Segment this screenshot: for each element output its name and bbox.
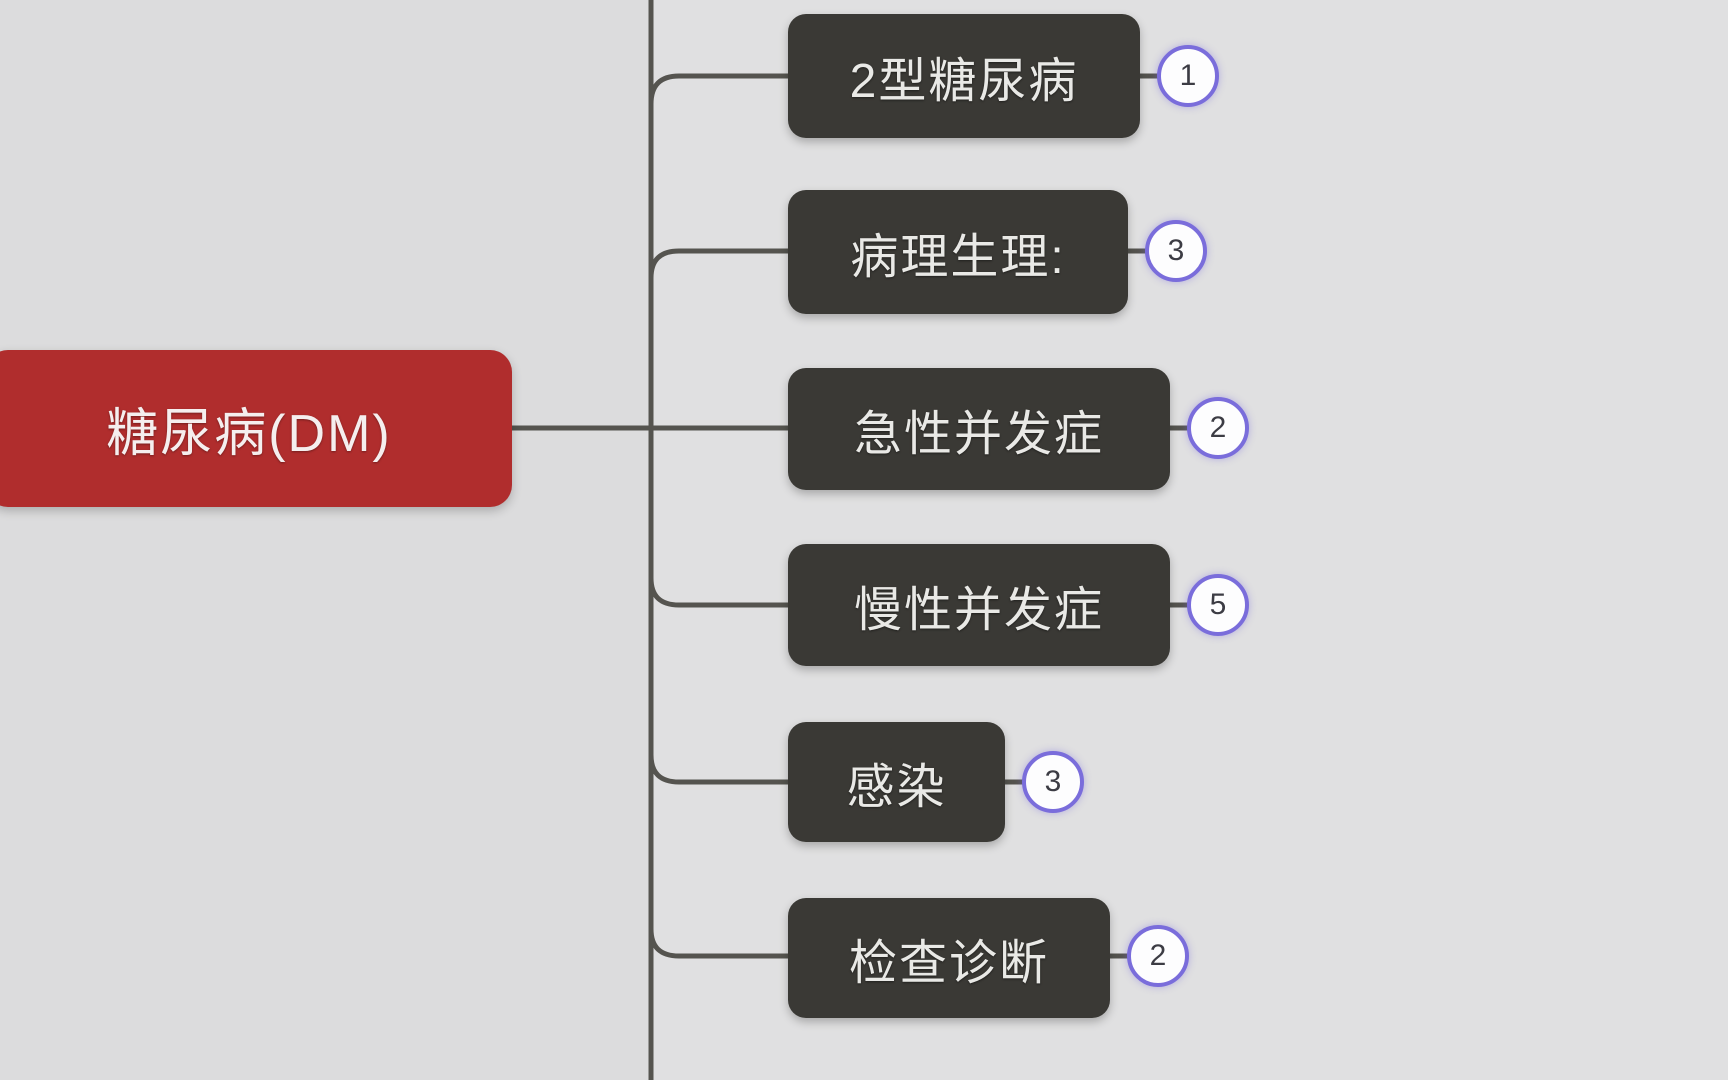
branch-node-label: 慢性并发症 [853, 584, 1104, 637]
branch-node-chronic-complications[interactable]: 慢性并发症 [788, 544, 1170, 666]
branch-node-acute-complications[interactable]: 急性并发症 [788, 368, 1170, 490]
branch-badge-number: 2 [1149, 939, 1167, 972]
branch-node-infection[interactable]: 感染 [788, 722, 1005, 842]
branch-badge-count[interactable]: 2 [1127, 925, 1189, 987]
branch-node-examination-diagnosis[interactable]: 检查诊断 [788, 898, 1110, 1018]
branch-badge-count[interactable]: 3 [1145, 220, 1207, 282]
branch-node-label: 2型糖尿病 [849, 55, 1079, 108]
branch-node-pathophysiology[interactable]: 病理生理: [788, 190, 1128, 314]
branch-badge-count[interactable]: 5 [1187, 574, 1249, 636]
branch-badge-count[interactable]: 3 [1022, 751, 1084, 813]
branch-badge-number: 5 [1209, 588, 1227, 621]
branch-node-label: 检查诊断 [848, 937, 1049, 990]
branch-badge-number: 3 [1167, 234, 1185, 267]
branch-badge-count[interactable]: 2 [1187, 397, 1249, 459]
background-band-left [0, 0, 648, 1080]
root-node-diabetes[interactable]: 糖尿病(DM) [0, 350, 512, 507]
branch-node-type2-diabetes[interactable]: 2型糖尿病 [788, 14, 1140, 138]
branch-node-label: 感染 [846, 761, 947, 814]
branch-badge-number: 1 [1179, 59, 1197, 92]
branch-node-label: 病理生理: [850, 231, 1066, 284]
branch-node-label: 急性并发症 [853, 408, 1104, 461]
branch-badge-number: 2 [1209, 411, 1227, 444]
branch-badge-number: 3 [1044, 765, 1062, 798]
branch-badge-count[interactable]: 1 [1157, 45, 1219, 107]
root-node-label: 糖尿病(DM) [106, 405, 392, 463]
